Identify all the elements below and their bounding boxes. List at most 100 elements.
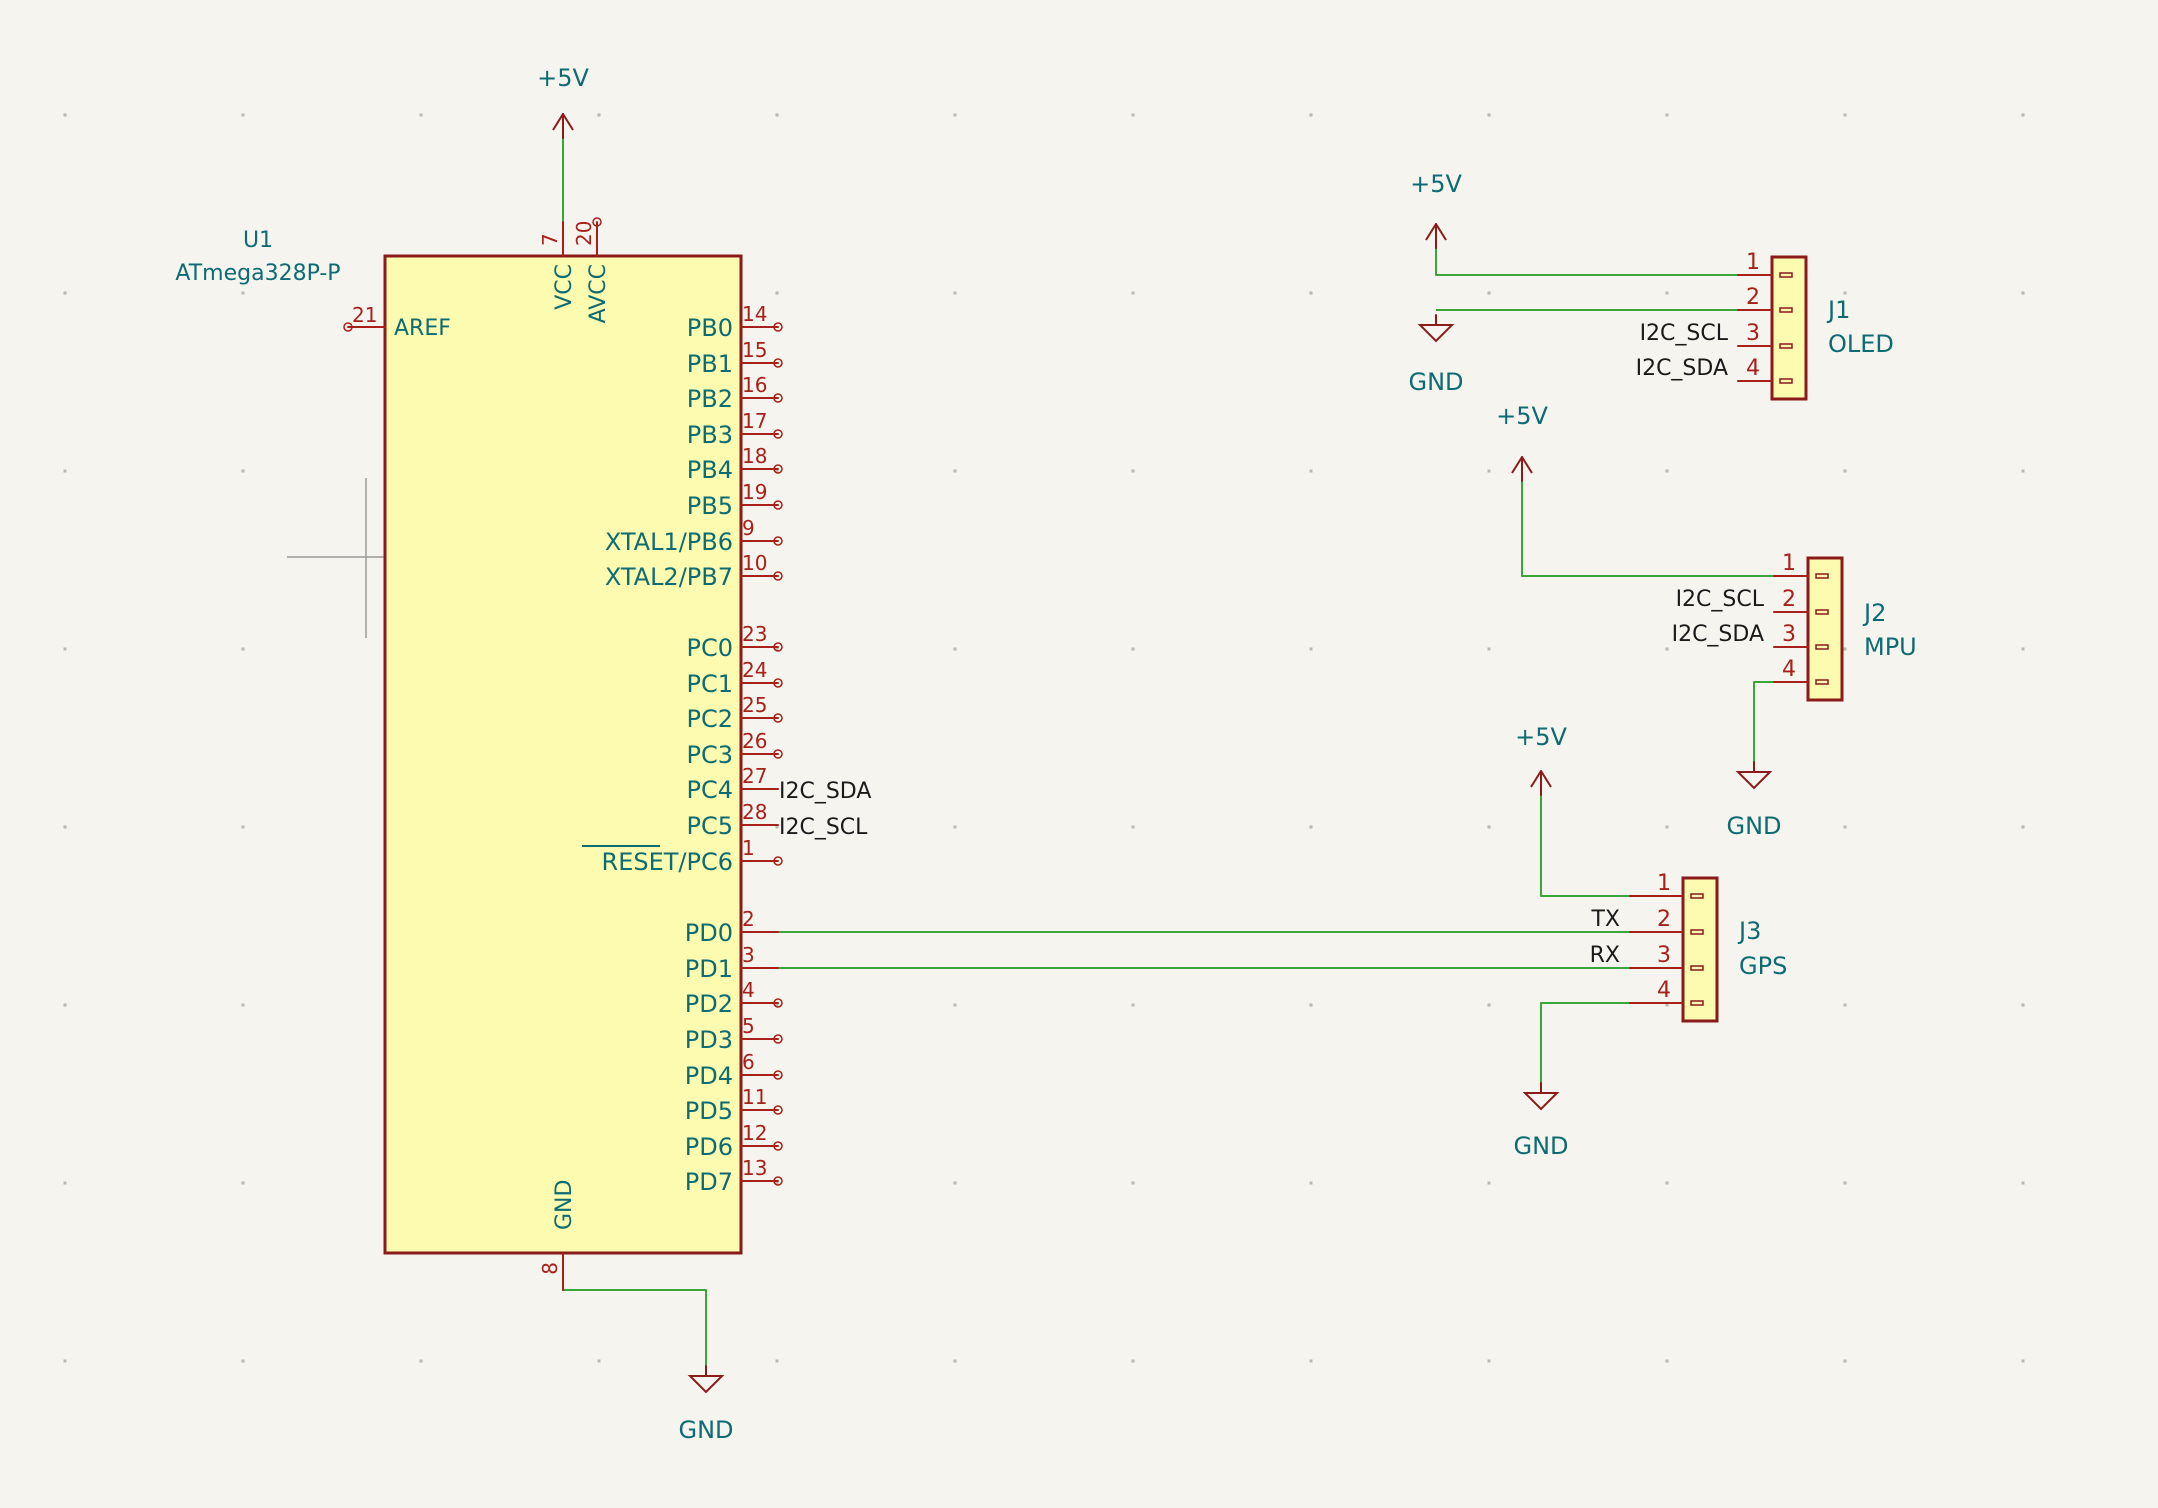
- net-label-i2c-scl: I2C_SCL: [1640, 321, 1729, 346]
- pin-number-right: 28: [742, 800, 767, 824]
- connector-pin-stub: [1690, 893, 1704, 899]
- grid-dot: [1487, 113, 1491, 117]
- pin-unconnected-marker: [773, 464, 783, 474]
- grid-dot: [1309, 825, 1313, 829]
- connector-pin-number: 2: [1746, 285, 1760, 310]
- connector-pin-stub: [1815, 679, 1829, 685]
- grid-dot: [2021, 1181, 2025, 1185]
- connectors[interactable]: J1OLED123I2C_SCL4I2C_SDAJ2MPU12I2C_SCL3I…: [1590, 250, 1917, 1023]
- connector-pin-number: 3: [1782, 622, 1796, 647]
- grid-dot: [241, 113, 245, 117]
- wire-gnd-u1: [562, 1276, 707, 1375]
- gnd-label: GND: [1408, 368, 1463, 396]
- pin-name-right: PB1: [687, 350, 733, 378]
- pin-number-gnd: 8: [538, 1262, 562, 1275]
- grid-dot: [241, 1003, 245, 1007]
- grid-dot: [2021, 469, 2025, 473]
- connector-pin-number: 2: [1657, 907, 1671, 932]
- pin-number-right: 17: [742, 409, 767, 433]
- pin-name-right: PC5: [687, 812, 734, 840]
- grid-dot: [775, 1181, 779, 1185]
- grid-dot: [775, 469, 779, 473]
- grid-dot: [63, 291, 67, 295]
- pin-name-right: PD1: [685, 955, 733, 983]
- grid-dot: [241, 1181, 245, 1185]
- grid-dot: [953, 825, 957, 829]
- grid-dot: [2021, 113, 2025, 117]
- vcc-label: +5V: [1496, 402, 1548, 430]
- grid-dot: [1309, 113, 1313, 117]
- pin-unconnected-marker: [773, 749, 783, 759]
- connector-ref-j3: J3: [1737, 917, 1761, 945]
- pin-name-right: PC2: [687, 705, 734, 733]
- grid-dot: [597, 113, 601, 117]
- pin-name-right: PB5: [687, 492, 733, 520]
- vcc-label: +5V: [1515, 723, 1567, 751]
- pin-number-right: 24: [742, 658, 767, 682]
- pin-unconnected-marker: [773, 393, 783, 403]
- pin-name-gnd: GND: [552, 1180, 577, 1230]
- pin-name-right: XTAL2/PB7: [605, 563, 733, 591]
- wire-j1-vcc: [1435, 228, 1738, 276]
- pin-unconnected-marker: [343, 322, 353, 332]
- connector-pin-number: 3: [1746, 321, 1760, 346]
- net-label-i2c-sda: I2C_SDA: [1672, 622, 1764, 647]
- grid-dots: [63, 113, 2025, 1363]
- grid-dot: [1665, 647, 1669, 651]
- vcc-label: +5V: [1410, 170, 1462, 198]
- pin-number-right: 2: [742, 907, 755, 931]
- grid-dot: [2021, 1003, 2025, 1007]
- pin-number-right: 23: [742, 622, 767, 646]
- grid-dot: [1843, 469, 1847, 473]
- pin-unconnected-marker: [773, 642, 783, 652]
- pin-number-top: 7: [538, 233, 562, 246]
- grid-dot: [1487, 1181, 1491, 1185]
- connector-value-j1: OLED: [1828, 330, 1894, 358]
- grid-dot: [241, 825, 245, 829]
- grid-dot: [1131, 469, 1135, 473]
- pin-number-right: 4: [742, 978, 755, 1002]
- grid-dot: [775, 113, 779, 117]
- grid-dot: [1487, 469, 1491, 473]
- grid-dot: [63, 1181, 67, 1185]
- pin-name-aref: AREF: [394, 316, 451, 341]
- pin-name-right: PD2: [685, 990, 733, 1018]
- connector-value-j3: GPS: [1739, 952, 1787, 980]
- pin-name-top: AVCC: [586, 264, 611, 323]
- net-label-i2c-scl: I2C_SCL: [779, 815, 868, 840]
- wire-j3-gnd: [1540, 1002, 1630, 1092]
- grid-dot: [953, 1003, 957, 1007]
- pin-number-right: 16: [742, 373, 767, 397]
- connector-pin-number: 2: [1782, 587, 1796, 612]
- pin-unconnected-marker: [773, 856, 783, 866]
- u1-value: ATmega328P-P: [175, 261, 340, 286]
- wire-j2-vcc: [1521, 460, 1774, 577]
- grid-dot: [1131, 1003, 1135, 1007]
- pin-name-right: PB2: [687, 385, 733, 413]
- grid-dot: [1843, 825, 1847, 829]
- pin-unconnected-marker: [773, 678, 783, 688]
- grid-dot: [1665, 113, 1669, 117]
- grid-dot: [1843, 291, 1847, 295]
- connector-pin-stub: [1779, 343, 1793, 349]
- grid-dot: [1665, 1003, 1669, 1007]
- pin-number-right: 18: [742, 444, 767, 468]
- grid-dot: [2021, 291, 2025, 295]
- grid-dot: [1131, 1359, 1135, 1363]
- grid-dot: [241, 469, 245, 473]
- grid-dot: [953, 291, 957, 295]
- connector-pin-number: 4: [1657, 978, 1671, 1003]
- grid-dot: [1131, 647, 1135, 651]
- pin-number-right: 19: [742, 480, 767, 504]
- connector-value-j2: MPU: [1864, 633, 1917, 661]
- pin-number-right: 9: [742, 516, 755, 540]
- grid-dot: [241, 1359, 245, 1363]
- pin-name-right: PB3: [687, 421, 733, 449]
- pin-unconnected-marker: [773, 536, 783, 546]
- connector-pin-stub: [1779, 378, 1793, 384]
- grid-dot: [1665, 825, 1669, 829]
- pin-name-right: PD4: [685, 1062, 733, 1090]
